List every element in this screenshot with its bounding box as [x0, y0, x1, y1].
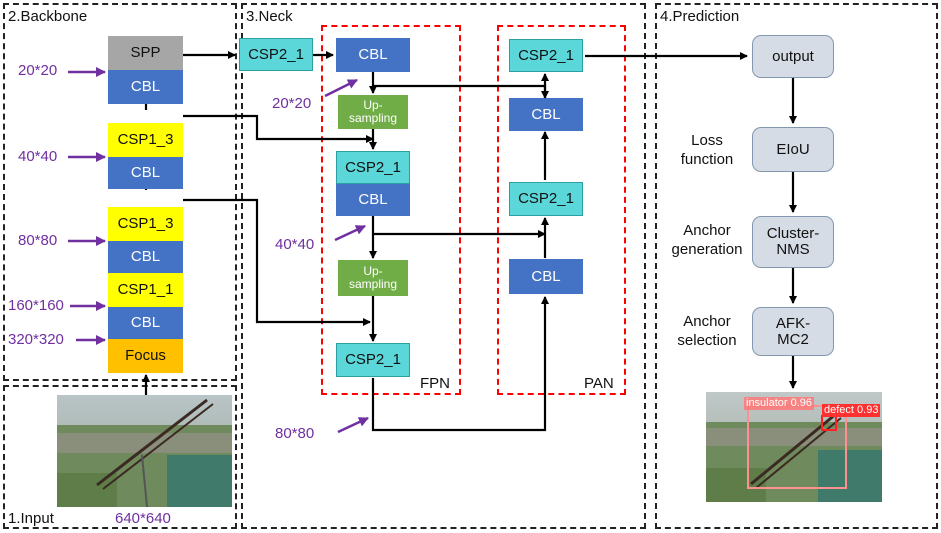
csp1-1-block: CSP1_1 [108, 273, 183, 307]
pan-cbl-2: CBL [509, 259, 583, 294]
neck-section [241, 3, 646, 529]
scale-label-20: 20*20 [18, 62, 58, 79]
fpn-csp2-1: CSP2_1 [336, 151, 410, 184]
anchor-generation-label: Anchor generation [671, 222, 743, 258]
output-block: output [752, 35, 834, 78]
input-title: 1.Input [8, 510, 54, 527]
csp1-3-block-a: CSP1_3 [108, 123, 183, 157]
scale-label-320: 320*320 [8, 331, 64, 348]
fpn-label: FPN [420, 375, 450, 392]
neck-scale-80: 80*80 [275, 425, 315, 442]
fpn-cbl-1: CBL [336, 38, 410, 72]
fpn-cbl-2: CBL [336, 184, 410, 216]
neck-title: 3.Neck [246, 8, 293, 25]
eiou-block: EIoU [752, 127, 834, 172]
backbone-cbl-1: CBL [108, 70, 183, 104]
backbone-cbl-4: CBL [108, 307, 183, 339]
backbone-cbl-3: CBL [108, 241, 183, 273]
scale-label-80: 80*80 [18, 232, 58, 249]
input-size-label: 640*640 [115, 510, 171, 527]
fpn-upsampling-1: Up- sampling [338, 95, 408, 129]
fpn-upsampling-2: Up- sampling [338, 260, 408, 296]
spp-block: SPP [108, 36, 183, 70]
pan-cbl-1: CBL [509, 98, 583, 131]
pan-group [497, 25, 626, 395]
detection-label-insulator: insulator 0.96 [744, 397, 815, 410]
detection-label-defect: defect 0.93 [822, 404, 881, 417]
cluster-nms-block: Cluster- NMS [752, 216, 834, 268]
neck-csp2-1-input: CSP2_1 [239, 38, 313, 71]
prediction-section [655, 3, 938, 529]
fpn-group [321, 25, 461, 395]
backbone-title: 2.Backbone [8, 8, 88, 25]
fpn-csp2-1-bottom: CSP2_1 [336, 343, 410, 377]
prediction-title: 4.Prediction [660, 8, 740, 25]
anchor-selection-label: Anchor selection [677, 313, 737, 349]
scale-label-160: 160*160 [8, 297, 64, 314]
loss-function-label: Loss function [680, 132, 734, 168]
focus-block: Focus [108, 339, 183, 373]
csp1-3-block-b: CSP1_3 [108, 207, 183, 241]
scale-label-40: 40*40 [18, 148, 58, 165]
neck-scale-20: 20*20 [272, 95, 312, 112]
backbone-cbl-2: CBL [108, 157, 183, 189]
pan-csp2-1-top: CSP2_1 [509, 39, 583, 72]
neck-scale-40: 40*40 [275, 236, 315, 253]
afk-mc2-block: AFK- MC2 [752, 307, 834, 356]
input-image [57, 395, 232, 507]
pan-label: PAN [584, 375, 614, 392]
input-section [3, 385, 237, 529]
detection-output-image: insulator 0.96 defect 0.93 [706, 392, 882, 502]
backbone-section [3, 3, 237, 381]
pan-csp2-1-mid: CSP2_1 [509, 182, 583, 216]
